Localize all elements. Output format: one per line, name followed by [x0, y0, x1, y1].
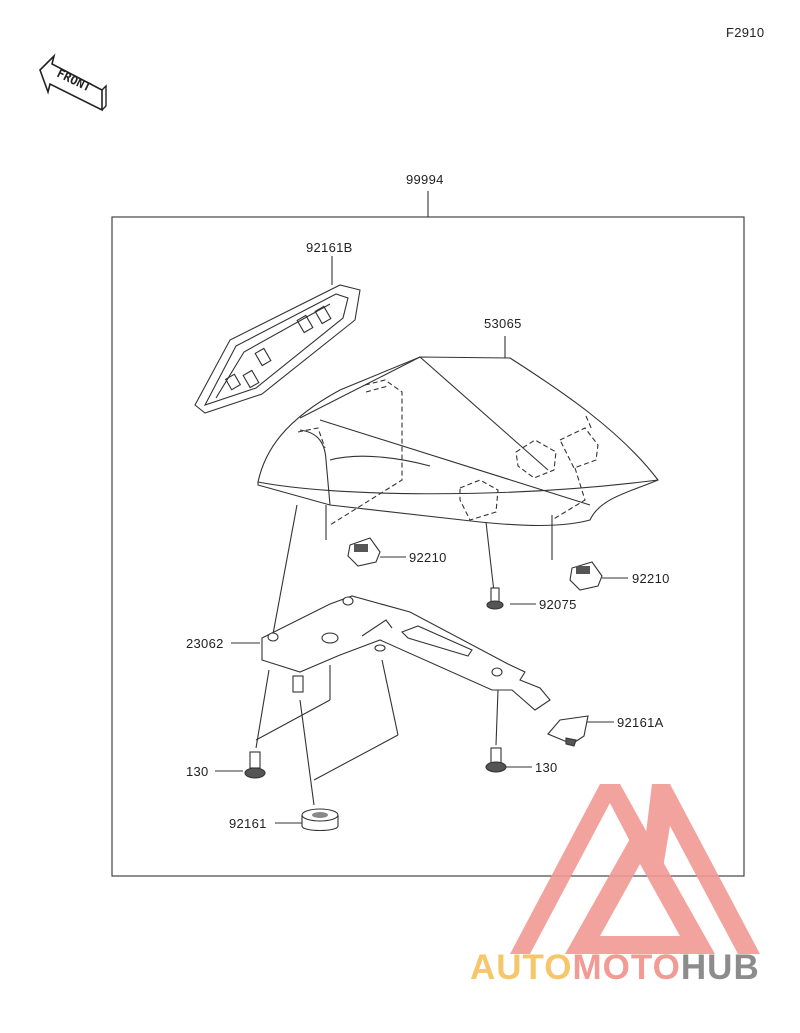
label-assembly: 99994 — [406, 172, 444, 187]
label-clip: 92161A — [617, 715, 664, 730]
watermark-text: AUTOMOTOHUB — [470, 948, 760, 988]
watermark-moto: MOTO — [572, 948, 681, 987]
bolt-left-part — [244, 751, 266, 779]
label-bolt-left: 130 — [186, 764, 209, 779]
label-nut-left: 92210 — [409, 550, 447, 565]
bolt-right-part — [485, 747, 507, 773]
clip-part — [547, 715, 589, 747]
label-bracket: 23062 — [186, 636, 224, 651]
label-grip-cover: 92161B — [306, 240, 353, 255]
label-bolt-right: 130 — [535, 760, 558, 775]
figure-code: F2910 — [726, 25, 765, 40]
damper-part — [301, 808, 339, 832]
screw-part — [486, 587, 504, 610]
label-seat-cover: 53065 — [484, 316, 522, 331]
seat-cover-part — [257, 336, 659, 527]
front-arrow-icon: FRONT — [39, 53, 107, 112]
grip-cover-part — [194, 256, 361, 414]
label-nut-right: 92210 — [632, 571, 670, 586]
bracket-part — [261, 595, 551, 711]
label-damper: 92161 — [229, 816, 267, 831]
watermark-auto: AUTO — [470, 948, 573, 987]
nut-right-part — [569, 561, 603, 591]
watermark-hub: HUB — [680, 948, 760, 987]
watermark-logo-icon — [510, 784, 760, 954]
label-screw: 92075 — [539, 597, 577, 612]
nut-left-part — [347, 537, 381, 567]
hidden-mount-lines — [297, 379, 599, 526]
